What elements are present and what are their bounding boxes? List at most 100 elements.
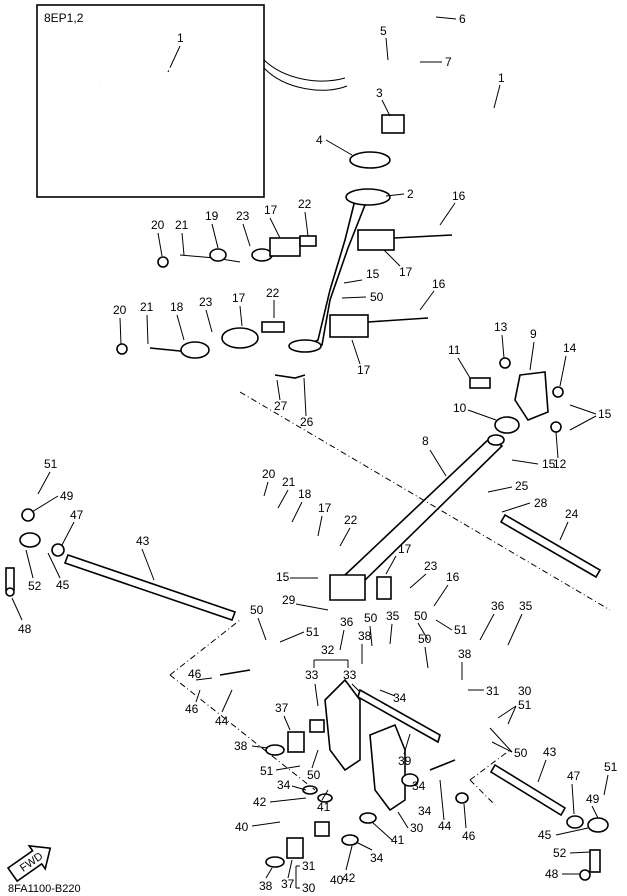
diagram-code: 8FA1100-B220: [8, 883, 81, 895]
handlebar: [332, 12, 518, 154]
label-13: 13: [494, 320, 508, 334]
label-41: 41: [317, 800, 331, 814]
label-49b: 49: [586, 792, 600, 806]
label-3: 3: [376, 86, 383, 100]
lower-bracket-assembly: [116, 314, 429, 379]
label-16: 16: [452, 189, 466, 203]
label-38c: 38: [234, 739, 248, 753]
label-21: 21: [175, 218, 189, 232]
label-29: 29: [282, 593, 296, 607]
label-18: 18: [170, 300, 184, 314]
label-22: 22: [298, 197, 312, 211]
label-50d: 50: [414, 609, 428, 623]
label-38b: 38: [458, 647, 472, 661]
label-52b: 52: [553, 846, 567, 860]
label-17c: 17: [232, 291, 246, 305]
label-50e: 50: [418, 632, 432, 646]
label-28: 28: [534, 496, 548, 510]
label-34: 34: [393, 691, 407, 705]
label-51d: 51: [260, 764, 274, 778]
label-51c: 51: [454, 623, 468, 637]
label-27: 27: [274, 399, 288, 413]
label-35: 35: [386, 609, 400, 623]
label-23b: 23: [199, 295, 213, 309]
label-22b: 22: [266, 286, 280, 300]
label-32: 32: [321, 643, 335, 657]
label-45b: 45: [538, 828, 552, 842]
label-36: 36: [340, 615, 354, 629]
label-31: 31: [486, 684, 500, 698]
label-22c: 22: [344, 513, 358, 527]
inset-title: 8EP1,2: [44, 11, 84, 25]
label-25: 25: [515, 479, 529, 493]
label-24: 24: [565, 507, 579, 521]
part-labels: 6 5 7 1 3 4 2 16 22 17 19 23 21 20 17 15…: [11, 12, 618, 895]
label-40b: 40: [330, 873, 344, 887]
label-6: 6: [459, 12, 466, 26]
label-15c: 15: [542, 457, 556, 471]
label-46c: 46: [462, 829, 476, 843]
label-44b: 44: [438, 819, 452, 833]
label-11: 11: [448, 343, 461, 357]
label-30: 30: [518, 684, 532, 698]
label-17f: 17: [398, 542, 412, 556]
label-18b: 18: [298, 487, 312, 501]
label-7: 7: [445, 55, 452, 69]
label-30c: 30: [302, 881, 316, 895]
label-23: 23: [236, 209, 250, 223]
label-50b: 50: [250, 603, 264, 617]
label-34c: 34: [412, 779, 426, 793]
label-46: 46: [188, 667, 202, 681]
label-42: 42: [253, 795, 267, 809]
label-12: 12: [553, 457, 567, 471]
label-38: 38: [358, 629, 372, 643]
label-20b: 20: [113, 303, 127, 317]
label-40: 40: [235, 820, 249, 834]
lower-arm-assembly: [219, 574, 469, 868]
right-bracket: [469, 357, 564, 434]
label-49: 49: [60, 489, 74, 503]
label-9: 9: [530, 327, 537, 341]
label-31b: 31: [302, 859, 316, 873]
label-33b: 33: [343, 668, 357, 682]
label-37b: 37: [281, 877, 295, 891]
label-30b: 30: [410, 821, 424, 835]
label-52: 52: [28, 579, 42, 593]
label-34d: 34: [418, 804, 432, 818]
label-47: 47: [70, 508, 84, 522]
label-8: 8: [422, 434, 429, 448]
label-39: 39: [398, 754, 412, 768]
label-35b: 35: [519, 599, 533, 613]
label-34b: 34: [277, 778, 291, 792]
inset-callout-1: 1: [177, 31, 184, 45]
shaft-43-right: [489, 763, 567, 817]
label-23c: 23: [424, 559, 438, 573]
label-48: 48: [18, 622, 32, 636]
label-1: 1: [498, 71, 505, 85]
center-lines: [169, 391, 611, 806]
label-37: 37: [275, 701, 289, 715]
label-34e: 34: [370, 851, 384, 865]
label-50f: 50: [307, 768, 321, 782]
label-16c: 16: [446, 570, 460, 584]
label-26: 26: [300, 415, 314, 429]
label-51b: 51: [306, 625, 320, 639]
shaft-24: [499, 513, 602, 579]
inset-box: 8EP1,2 1: [36, 4, 348, 198]
label-42b: 42: [342, 871, 356, 885]
label-50g: 50: [514, 746, 528, 760]
label-38d: 38: [259, 879, 273, 893]
steering-column: [288, 114, 405, 353]
label-47b: 47: [567, 769, 581, 783]
label-4: 4: [316, 133, 323, 147]
label-36b: 36: [491, 599, 505, 613]
label-17e: 17: [318, 501, 332, 515]
left-tie-rod-end: [5, 508, 65, 597]
right-tie-rod-end: [566, 815, 609, 881]
label-21c: 21: [282, 475, 296, 489]
label-17b: 17: [399, 265, 413, 279]
label-43: 43: [136, 534, 150, 548]
fwd-arrow-icon: FWD: [6, 844, 52, 883]
label-51f: 51: [604, 760, 618, 774]
